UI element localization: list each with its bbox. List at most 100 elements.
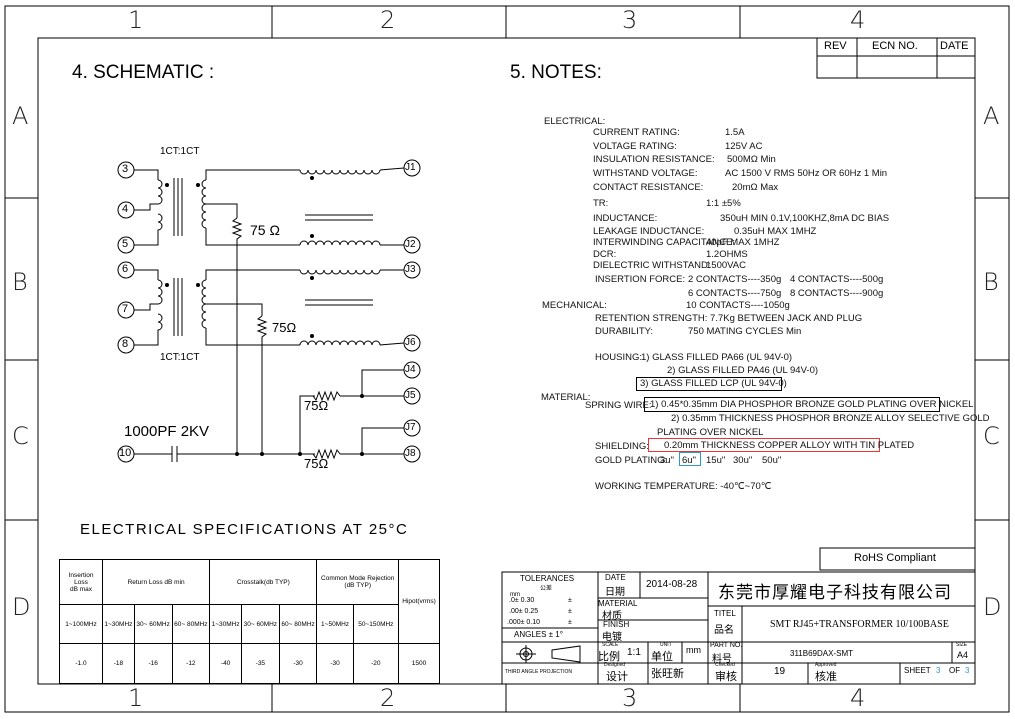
right-pins — [403, 159, 421, 463]
capacitor-label: 1000PF 2KV — [124, 423, 210, 440]
sub-1: 1~100MHz — [59, 604, 103, 644]
insertion-force-8: 8 CONTACTS----900g — [790, 288, 884, 299]
date-header: DATE — [940, 40, 969, 52]
pin-8: 8 — [122, 338, 129, 350]
insertion-force-10: 10 CONTACTS----1050g — [686, 300, 790, 311]
sub-3: 30~ 60MHz — [133, 604, 173, 644]
elec-key-1: VOLTAGE RATING: — [593, 141, 677, 152]
val-2: -18 — [102, 643, 135, 684]
tolerance-unit: mm — [510, 592, 520, 598]
housing-2: 2) GLASS FILLED PA46 (UL 94V-0) — [667, 365, 819, 376]
tolerances-cn: 公差 — [540, 585, 553, 592]
electrical-label: ELECTRICAL: — [544, 116, 606, 127]
elec-key-0: CURRENT RATING: — [593, 127, 680, 138]
zone-col-3-bottom: 3 — [622, 684, 638, 712]
sub-4: 60~ 80MHz — [171, 604, 211, 644]
cmr-header: Common Mode Rejection(dB TYP) — [316, 559, 399, 605]
pin-3: 3 — [122, 163, 129, 175]
resistor-label-1: 75 Ω — [250, 222, 280, 238]
elec-key-5: TR: — [593, 198, 609, 209]
elec-value-10: 1500VAC — [706, 260, 746, 271]
title-en: TITEL — [714, 609, 736, 618]
zone-row-d-right: D — [983, 593, 1002, 621]
material-label: MATERIAL: — [541, 392, 591, 403]
zone-row-b-left: B — [12, 268, 28, 296]
zone-row-a-right: A — [983, 102, 1000, 130]
shielding-value: 0.20mm THICKNESS COPPER ALLOY WITH TIN P… — [664, 440, 915, 451]
zone-col-4-bottom: 4 — [850, 684, 866, 712]
spring-wire-label: SPRING WIRE: — [585, 400, 652, 411]
checked-value: 19 — [774, 666, 786, 677]
unit-value: mm — [686, 645, 701, 655]
elec-key-7: LEAKAGE INDUCTANCE: — [593, 226, 705, 237]
designed-value: 张旺新 — [651, 667, 684, 680]
approved-cn: 核准 — [815, 670, 837, 683]
elec-key-4: CONTACT RESISTANCE: — [593, 182, 704, 193]
shielding-box — [648, 438, 880, 452]
pin-j5: J5 — [405, 390, 416, 401]
housing-3-box — [636, 377, 782, 391]
val-3: -16 — [133, 643, 173, 684]
designed-en: Designed — [604, 662, 626, 668]
scale-cn: 比例 — [598, 650, 620, 663]
insertion-force-4: 4 CONTACTS----500g — [790, 274, 884, 285]
elec-value-7: 0.35uH MAX 1MHZ — [734, 226, 817, 237]
size-en: SIZE — [956, 642, 968, 648]
company-name: 东莞市厚耀电子科技有限公司 — [718, 583, 952, 603]
part-value: 311B69DAX-SMT — [790, 649, 853, 658]
resistor-label-4: 75Ω — [304, 456, 329, 471]
pin-10: 10 — [119, 447, 132, 459]
pin-j6: J6 — [405, 337, 416, 348]
val-10: 1500 — [398, 643, 440, 684]
zone-col-1-top: 1 — [128, 6, 144, 34]
housing-3: 3) GLASS FILLED LCP (UL 94V-0) — [640, 378, 787, 389]
sub-2: 1~30MHz — [102, 604, 135, 644]
elec-value-4: 20mΩ Max — [732, 182, 779, 193]
durability-label: DURABILITY: — [595, 326, 654, 337]
retention-strength: RETENTION STRENGTH: 7.7Kg BETWEEN JACK A… — [595, 313, 863, 324]
elec-value-6: 350uH MIN 0.1V,100KHZ,8mA DC BIAS — [720, 213, 890, 224]
zone-col-1-bottom: 1 — [128, 684, 144, 712]
shielding-label: SHIELDING: — [595, 441, 649, 452]
projection-label: THIRD ANGLE PROJECTION — [505, 669, 572, 675]
material-en: MATERIAL — [598, 599, 638, 608]
rev-header: REV — [824, 40, 847, 52]
insertion-force-label: INSERTION FORCE: — [595, 274, 686, 285]
val-1: -1.0 — [59, 643, 103, 684]
durability-value: 750 MATING CYCLES Min — [688, 326, 802, 337]
pin-j8: J8 — [405, 448, 416, 459]
hipot-header: Hipot(vrms) — [398, 559, 440, 644]
zone-row-a-left: A — [12, 102, 29, 130]
finish-cn: 电镀 — [602, 632, 622, 643]
schematic-heading: 4. SCHEMATIC : — [72, 62, 215, 83]
spec-heading: ELECTRICAL SPECIFICATIONS AT 25°C — [80, 521, 409, 538]
val-6: -35 — [241, 643, 280, 684]
pin-j2: J2 — [405, 239, 416, 250]
elec-key-2: INSULATION RESISTANCE: — [593, 154, 715, 165]
tolerance-row-2-b: ± — [568, 608, 572, 615]
elec-key-10: DIELECTRIC WITHSTAND: — [593, 260, 711, 271]
gold-6u-box — [679, 452, 701, 466]
pin-j7: J7 — [405, 422, 416, 433]
pin-7: 7 — [122, 303, 129, 315]
gold-50u: 50u" — [762, 455, 782, 466]
val-9: -20 — [352, 643, 400, 684]
sub-7: 60~ 80MHz — [278, 604, 318, 644]
ratio-label-bottom: 1CT:1CT — [160, 352, 200, 363]
sheet-total: 3 — [965, 666, 970, 675]
tolerances-label: TOLERANCES — [520, 574, 575, 583]
insertion-force-2: 2 CONTACTS----350g — [688, 274, 782, 285]
elec-key-3: WITHSTAND VOLTAGE: — [593, 168, 698, 179]
date-en: DATE — [605, 573, 626, 582]
spring-1-box — [644, 397, 940, 412]
spring-wire-2b: PLATING OVER NICKEL — [657, 427, 764, 438]
tolerance-row-3-b: ± — [568, 619, 572, 626]
approved-en: Approved — [815, 662, 837, 668]
title-block-lines — [501, 547, 976, 685]
gold-plating-label: GOLD PLATING: — [595, 455, 668, 466]
ecn-header: ECN NO. — [872, 40, 918, 52]
sheet-of: OF — [949, 666, 961, 675]
pin-6: 6 — [122, 263, 129, 275]
